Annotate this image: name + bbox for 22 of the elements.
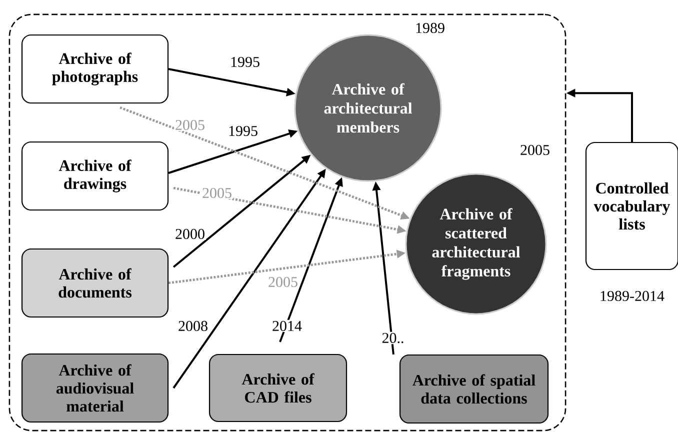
edge-label: 2005 — [201, 186, 233, 200]
archive-box: Archive of spatial data collections — [399, 354, 549, 424]
archive-box: Archive of CAD files — [208, 354, 348, 422]
edge-label: 1995 — [227, 124, 259, 138]
archive-box: Archive of photographs — [21, 34, 169, 104]
dashed-frame — [8, 14, 566, 432]
edge-label: 1995 — [229, 56, 261, 68]
edge-label: 2014 — [271, 320, 303, 332]
edge-label: 2000 — [174, 228, 206, 240]
edge-label: 2005 — [267, 276, 299, 288]
circle-node: Archive of architectural members — [294, 34, 442, 182]
edge-label: 20.. — [380, 332, 406, 344]
archive-box: Archive of audiovisual material — [21, 353, 169, 423]
archive-box: Archive of documents — [21, 248, 169, 318]
year-label: 1989-2014 — [600, 290, 664, 302]
year-label: 1989 — [416, 22, 444, 34]
year-label: 2005 — [520, 144, 550, 156]
circle-node: Archive of scattered architectural fragments — [405, 173, 547, 315]
edge-label: 2008 — [177, 320, 209, 332]
archive-box: Controlled vocabulary lists — [585, 142, 678, 270]
edge-label: 2005 — [174, 118, 206, 132]
archive-box: Archive of drawings — [21, 141, 169, 211]
